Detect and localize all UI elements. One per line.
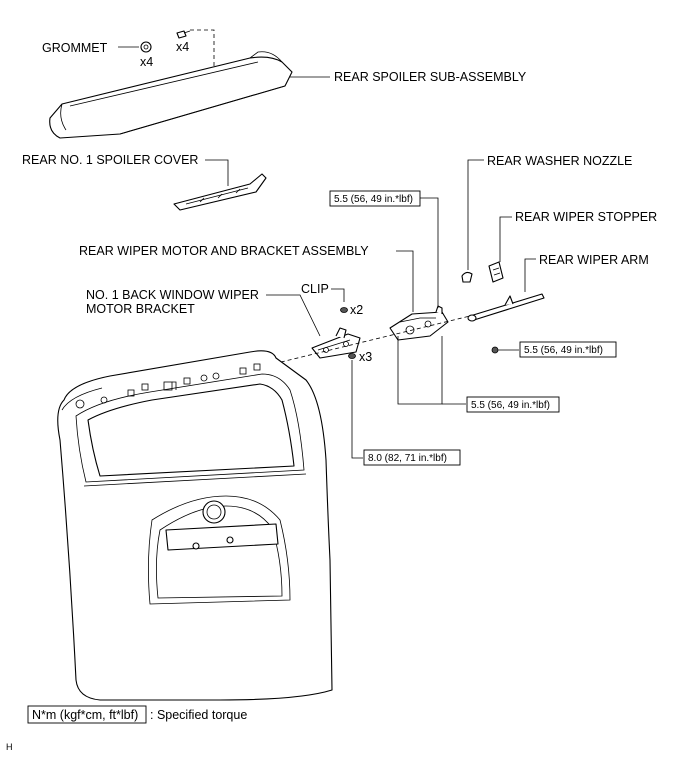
torque-motor-bottom-text: 5.5 (56, 49 in.*lbf)	[471, 400, 550, 411]
legend-unit: N*m (kgf*cm, ft*lbf)	[32, 708, 138, 722]
wiper-bracket-part	[311, 327, 361, 359]
washer-nozzle-part	[461, 271, 473, 283]
wiper-stopper-part	[488, 261, 504, 283]
torque-bracket-leader	[351, 360, 363, 459]
clip-qty: x2	[350, 303, 363, 317]
washer-nozzle-leader	[467, 159, 484, 270]
torque-bracket-text: 8.0 (82, 71 in.*lbf)	[368, 453, 447, 464]
bolt-part	[176, 30, 191, 39]
rear-spoiler-label: REAR SPOILER SUB-ASSEMBLY	[334, 70, 527, 84]
wiper-stopper-leader	[499, 216, 512, 262]
spoiler-cover-leader	[205, 159, 229, 186]
torque-arm-text: 5.5 (56, 49 in.*lbf)	[524, 345, 603, 356]
legend-text: : Specified torque	[150, 708, 247, 722]
wiper-arm-leader	[524, 258, 536, 292]
bracket-label-2: MOTOR BRACKET	[86, 302, 195, 316]
spoiler-cover-label: REAR NO. 1 SPOILER COVER	[22, 153, 198, 167]
grommet-qty: x4	[140, 55, 153, 69]
wiper-stopper-label: REAR WIPER STOPPER	[515, 210, 657, 224]
rear-spoiler-part	[49, 51, 293, 139]
corner-mark: H	[6, 742, 13, 752]
torque-motor-top-leader	[420, 197, 439, 308]
wiper-motor-part	[389, 305, 449, 341]
torque-box-bracket	[363, 449, 461, 466]
torque-motor-top-text: 5.5 (56, 49 in.*lbf)	[334, 194, 413, 205]
wiper-motor-label: REAR WIPER MOTOR AND BRACKET ASSEMBLY	[79, 244, 369, 258]
back-door-panel	[57, 350, 333, 701]
bracket-nut	[348, 353, 356, 359]
wiper-arm-part	[467, 293, 545, 322]
bolt-qty: x4	[176, 40, 189, 54]
legend-box	[27, 705, 147, 724]
washer-nozzle-label: REAR WASHER NOZZLE	[487, 154, 632, 168]
wiper-arm-label: REAR WIPER ARM	[539, 253, 649, 267]
torque-box-motor-bottom	[466, 396, 560, 413]
spoiler-cover-part	[173, 173, 267, 211]
grommet-part	[140, 41, 152, 53]
bracket-leader	[266, 294, 321, 337]
wiper-motor-leader	[396, 250, 414, 312]
torque-motor-bottom-leader	[397, 336, 443, 405]
nut-qty: x3	[359, 350, 372, 364]
clip-label: CLIP	[301, 282, 329, 296]
torque-box-motor-top	[329, 190, 421, 207]
torque-box-arm	[519, 341, 617, 358]
assembly-axis-line	[239, 315, 471, 373]
clip-part	[340, 307, 348, 313]
bracket-label-1: NO. 1 BACK WINDOW WIPER	[86, 288, 259, 302]
arm-nut	[491, 346, 499, 354]
grommet-label: GROMMET	[42, 41, 108, 55]
bolt-dash-line	[190, 29, 215, 78]
